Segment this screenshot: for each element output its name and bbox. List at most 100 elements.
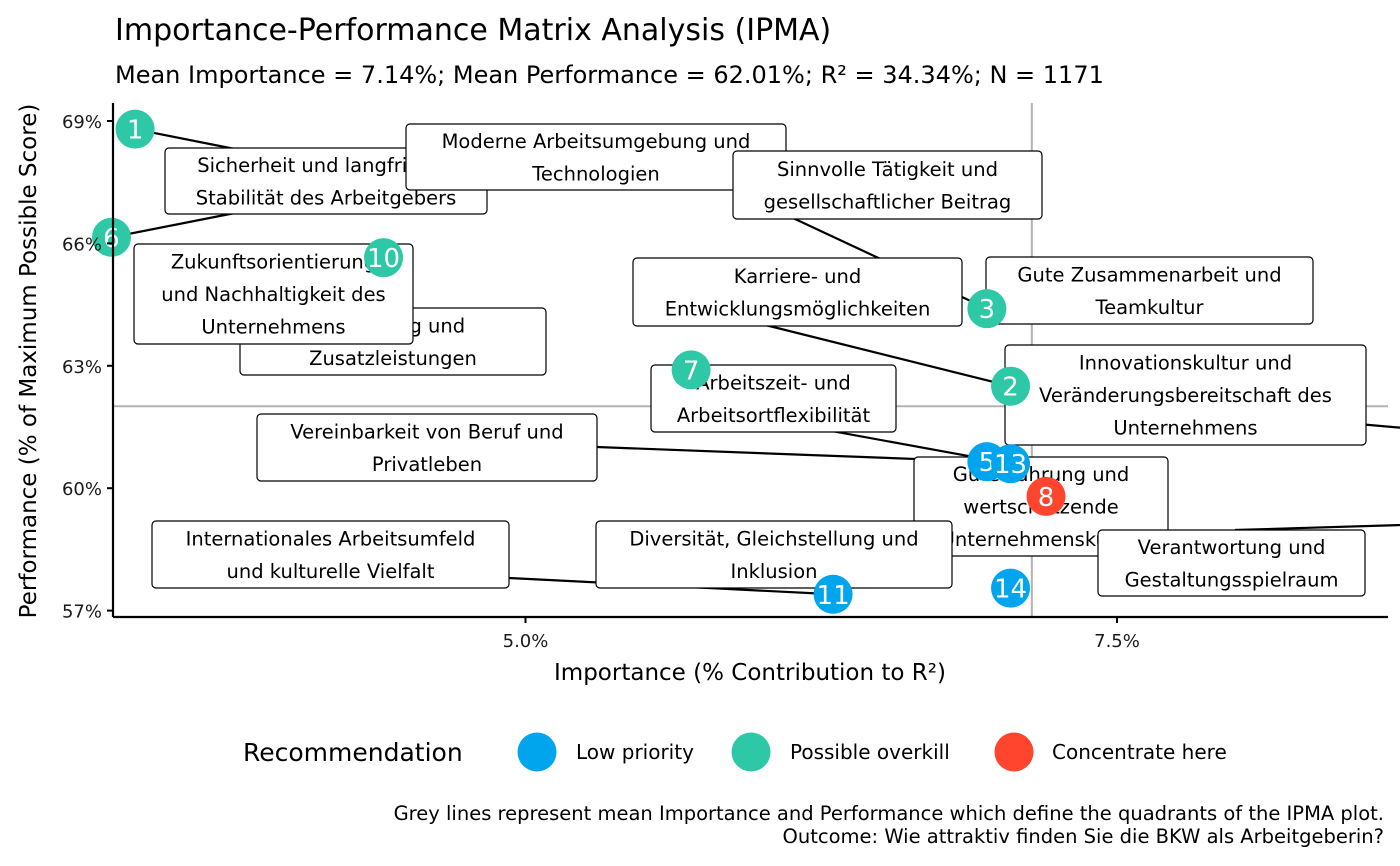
label-box: Zukunftsorientierung und Nachhaltigkeit d… — [133, 243, 414, 345]
label-box: Innovationskultur undVeränderungsbereits… — [1004, 344, 1367, 446]
point-marker — [967, 289, 1007, 329]
chart-title: Importance-Performance Matrix Analysis (… — [115, 13, 831, 48]
label-box-frame — [595, 520, 953, 589]
point-number: 6 — [103, 224, 120, 254]
label-box-text: Arbeitszeit- und — [696, 371, 851, 394]
x-tick-label: 5.0% — [503, 631, 549, 652]
legend-item: Low priority — [517, 732, 694, 772]
legend-swatch — [994, 732, 1034, 772]
data-point: 6 — [91, 217, 131, 257]
label-box-text: Sicherheit und langfristige — [197, 154, 454, 177]
point-marker — [1026, 476, 1066, 516]
label-box-text: Innovationskultur und — [1079, 352, 1292, 375]
label-box: Internationales Arbeitsumfeld und kulture… — [151, 520, 510, 589]
label-box-text: Moderne Arbeitsumgebung und — [442, 130, 751, 153]
caption-line: Outcome: Wie attraktiv finden Sie die BK… — [783, 825, 1384, 848]
point-number: 3 — [979, 295, 996, 325]
legend: Recommendation Low priority Possible overk… — [243, 732, 1227, 772]
legend-title: Recommendation — [243, 738, 463, 767]
chart-subtitle: Mean Importance = 7.14%; Mean Performanc… — [115, 61, 1104, 89]
label-box-text: und Nachhaltigkeit des — [161, 283, 385, 306]
point-number: 7 — [683, 356, 700, 386]
label-box-text: Diversität, Gleichstellung und — [629, 527, 918, 550]
label-box-frame — [151, 520, 510, 589]
point-number: 13 — [994, 450, 1027, 480]
data-point: 7 — [671, 350, 711, 390]
point-marker — [671, 350, 711, 390]
label-box-text: gesellschaftlicher Beitrag — [764, 190, 1012, 213]
data-point: 13 — [991, 444, 1031, 484]
label-box-text: Inklusion — [730, 560, 817, 583]
data-point: 14 — [991, 568, 1031, 608]
data-point: 1 — [115, 109, 155, 149]
label-box-text: Entwicklungsmöglichkeiten — [665, 297, 931, 320]
legend-label: Possible overkill — [790, 740, 950, 764]
y-tick-label: 60% — [62, 479, 102, 500]
label-box-text: Gestaltungsspielraum — [1125, 568, 1339, 591]
point-marker — [813, 574, 853, 614]
point-marker — [991, 366, 1031, 406]
label-box-text: Internationales Arbeitsumfeld — [186, 527, 476, 550]
label-box-frame — [133, 243, 414, 345]
label-box-text: Unternehmens — [201, 316, 345, 339]
point-marker — [991, 444, 1031, 484]
data-point: 2 — [991, 366, 1031, 406]
point-marker — [115, 109, 155, 149]
label-box-frame — [632, 257, 963, 327]
y-tick-label: 66% — [62, 234, 102, 255]
legend-item: Concentrate here — [994, 732, 1227, 772]
label-box-frame — [1097, 529, 1366, 597]
data-point: 11 — [813, 574, 853, 614]
point-marker — [91, 217, 131, 257]
label-box-text: Vereinbarkeit von Beruf und — [290, 420, 563, 443]
label-box-text: und kulturelle Vielfalt — [226, 560, 434, 583]
point-number: 5 — [979, 448, 996, 478]
legend-label: Low priority — [576, 740, 694, 764]
y-tick-label: 69% — [62, 112, 102, 133]
point-number: 2 — [1002, 373, 1019, 403]
label-box-text: Sinnvolle Tätigkeit und — [777, 158, 998, 181]
label-box-text: Zusatzleistungen — [309, 347, 477, 370]
data-point: 8 — [1026, 476, 1066, 516]
label-box-text: Arbeitsortflexibilität — [677, 404, 871, 427]
label-box-text: Karriere- und — [734, 265, 861, 288]
point-number: 1 — [127, 116, 144, 146]
point-number: 14 — [994, 575, 1027, 605]
caption: Grey lines represent mean Importance and… — [394, 802, 1384, 848]
label-box-text: Unternehmenskultur — [941, 528, 1143, 551]
label-box-text: Gute Zusammenarbeit und — [1017, 263, 1281, 286]
y-tick-label: 63% — [62, 357, 102, 378]
point-marker — [991, 568, 1031, 608]
label-box-text: Teamkultur — [1094, 296, 1204, 319]
x-tick-label: 7.5% — [1094, 631, 1140, 652]
label-box-text: Verantwortung und — [1138, 536, 1326, 559]
point-number: 10 — [367, 244, 400, 274]
label-box-frame — [732, 150, 1043, 220]
connector-line — [1234, 523, 1400, 532]
caption-line: Grey lines represent mean Importance and… — [394, 802, 1384, 825]
point-marker — [364, 238, 404, 278]
point-number: 11 — [817, 581, 850, 611]
label-box-text: Zukunftsorientierung — [171, 251, 376, 274]
connector-line — [111, 210, 241, 239]
legend-item: Possible overkill — [731, 732, 950, 772]
label-box-text: Stabilität des Arbeitgebers — [196, 186, 457, 209]
x-axis-title: Importance (% Contribution to R²) — [554, 660, 946, 686]
label-box-text: Unternehmens — [1113, 417, 1257, 440]
legend-label: Concentrate here — [1052, 740, 1227, 764]
legend-swatch — [731, 732, 771, 772]
y-axis-title: Performance (% of Maximum Possible Score… — [16, 104, 42, 619]
label-box-frame — [256, 413, 598, 482]
data-point: 3 — [967, 289, 1007, 329]
label-box-text: Veränderungsbereitschaft des — [1039, 384, 1332, 407]
